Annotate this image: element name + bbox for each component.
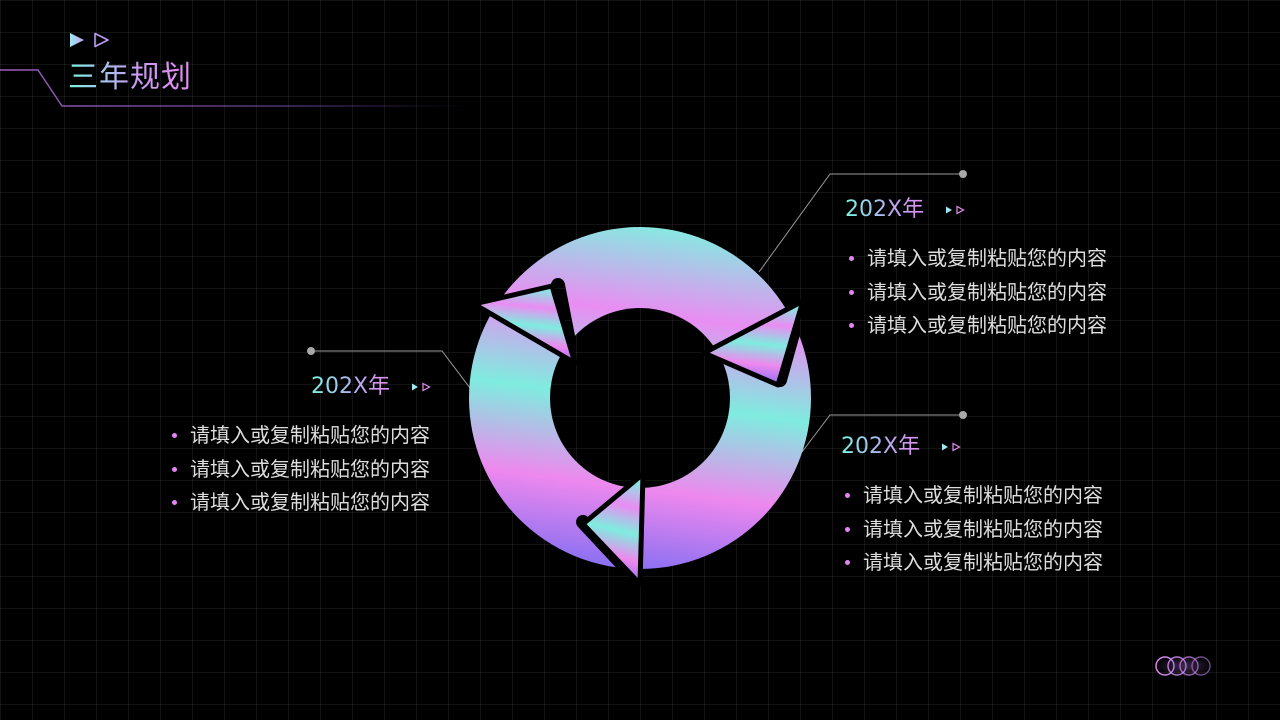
rings-icon — [1154, 655, 1214, 677]
year-label: 202X年 — [841, 431, 920, 463]
header-underline — [0, 69, 470, 107]
list-item: 请填入或复制粘贴您的内容 — [841, 479, 1103, 513]
timeline-block-left: 请填入或复制粘贴您的内容 请填入或复制粘贴您的内容 请填入或复制粘贴您的内容 — [168, 403, 430, 520]
bullet-list: 请填入或复制粘贴您的内容 请填入或复制粘贴您的内容 请填入或复制粘贴您的内容 — [845, 242, 1107, 343]
list-item: 请填入或复制粘贴您的内容 — [841, 546, 1103, 580]
connector-dot-left — [307, 347, 315, 355]
cycle-arrowheads — [471, 283, 806, 587]
timeline-block-left-year: 202X年 — [311, 371, 432, 403]
timeline-block-top-right: 202X年 请填入或复制粘贴您的内容 请填入或复制粘贴您的内容 请填入或复制粘贴… — [845, 194, 1107, 343]
page-title: 三年规划 — [68, 58, 192, 98]
list-item: 请填入或复制粘贴您的内容 — [841, 513, 1103, 547]
list-item: 请填入或复制粘贴您的内容 — [845, 242, 1107, 276]
list-item: 请填入或复制粘贴您的内容 — [845, 276, 1107, 310]
timeline-block-bottom-right: 202X年 请填入或复制粘贴您的内容 请填入或复制粘贴您的内容 请填入或复制粘贴… — [841, 431, 1103, 580]
connector-dot-top-right — [959, 170, 967, 178]
double-triangle-icon — [940, 442, 962, 452]
bullet-list: 请填入或复制粘贴您的内容 请填入或复制粘贴您的内容 请填入或复制粘贴您的内容 — [168, 419, 430, 520]
list-item: 请填入或复制粘贴您的内容 — [168, 453, 430, 487]
bullet-list: 请填入或复制粘贴您的内容 请填入或复制粘贴您的内容 请填入或复制粘贴您的内容 — [841, 479, 1103, 580]
year-label: 202X年 — [845, 194, 924, 226]
play-arrows-icon — [68, 28, 110, 52]
double-triangle-icon — [410, 382, 432, 392]
title-decoration — [68, 28, 110, 52]
list-item: 请填入或复制粘贴您的内容 — [168, 419, 430, 453]
year-label: 202X年 — [311, 371, 390, 403]
connector-dot-bottom-right — [959, 411, 967, 419]
double-triangle-icon — [944, 205, 966, 215]
list-item: 请填入或复制粘贴您的内容 — [845, 309, 1107, 343]
list-item: 请填入或复制粘贴您的内容 — [168, 486, 430, 520]
